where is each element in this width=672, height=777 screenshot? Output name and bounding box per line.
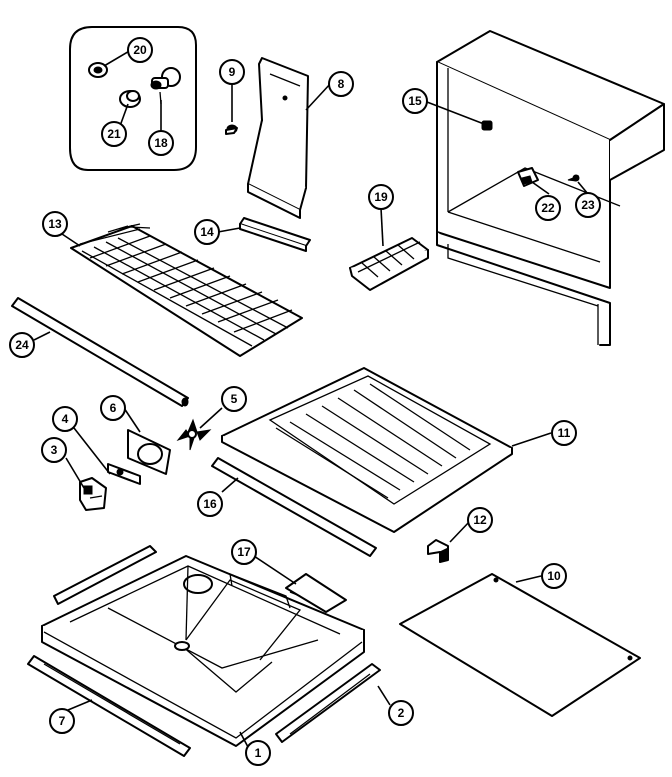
part-19-ice-tray: [349, 237, 429, 291]
part-8-air-duct: [247, 57, 309, 219]
callout-24: 24: [9, 332, 35, 358]
callout-label-23: 23: [581, 198, 595, 212]
callout-label-7: 7: [59, 714, 66, 728]
callout-7: 7: [49, 708, 75, 734]
callout-3: 3: [41, 437, 67, 463]
callout-22: 22: [535, 195, 561, 221]
callout-label-18: 18: [154, 136, 168, 150]
callout-23: 23: [575, 192, 601, 218]
part-6-fan-shroud: [127, 429, 171, 475]
callout-13: 13: [42, 211, 68, 237]
callout-20: 20: [127, 37, 153, 63]
callout-9: 9: [219, 59, 245, 85]
leader-lines: [33, 49, 589, 748]
callout-label-4: 4: [62, 412, 69, 426]
part-10-cover-panel: [399, 573, 641, 717]
callout-4: 4: [52, 406, 78, 432]
callout-2: 2: [388, 700, 414, 726]
part-2-side-rail: [275, 663, 381, 743]
part-24-trim-rod: [11, 297, 189, 407]
part-11-freezer-shelf: [221, 367, 513, 533]
callout-label-12: 12: [473, 513, 487, 527]
callout-label-8: 8: [338, 77, 345, 91]
callout-label-22: 22: [541, 201, 555, 215]
callout-15: 15: [402, 88, 428, 114]
callout-label-17: 17: [237, 545, 251, 559]
callout-6: 6: [100, 395, 126, 421]
callout-label-15: 15: [408, 94, 422, 108]
callout-11: 11: [551, 420, 577, 446]
part-4-motor-bracket: [107, 463, 141, 485]
callout-label-24: 24: [15, 338, 29, 352]
callout-16: 16: [197, 491, 223, 517]
callout-label-16: 16: [203, 497, 217, 511]
part-13-wire-shelf: [70, 223, 303, 357]
callout-17: 17: [231, 539, 257, 565]
callout-5: 5: [221, 386, 247, 412]
cabinet-liner: [436, 30, 665, 346]
callout-label-14: 14: [200, 225, 214, 239]
callout-label-21: 21: [107, 127, 121, 141]
callout-label-5: 5: [231, 392, 238, 406]
callout-19: 19: [368, 184, 394, 210]
part-7-side-rail: [27, 655, 191, 757]
callout-8: 8: [328, 71, 354, 97]
callout-12: 12: [467, 507, 493, 533]
part-14-bracket: [239, 217, 311, 252]
callout-label-3: 3: [51, 443, 58, 457]
callout-18: 18: [148, 130, 174, 156]
part-16-shelf-trim: [211, 457, 377, 557]
callout-21: 21: [101, 121, 127, 147]
callout-label-20: 20: [133, 43, 147, 57]
part-9-screw: [225, 124, 238, 135]
part-1-evaporator-pan: [41, 555, 365, 747]
part-12-bracket: [427, 539, 449, 563]
upper-left-rail: [53, 545, 157, 605]
part-17-damper: [285, 573, 347, 613]
callout-label-11: 11: [558, 426, 571, 440]
callout-label-19: 19: [374, 190, 388, 204]
callout-label-13: 13: [48, 217, 62, 231]
callout-1: 1: [245, 740, 271, 766]
callout-10: 10: [541, 563, 567, 589]
callout-label-10: 10: [547, 569, 561, 583]
callout-14: 14: [194, 219, 220, 245]
callout-label-6: 6: [110, 401, 117, 415]
part-5-fan-blade: [176, 418, 212, 451]
callout-label-9: 9: [229, 65, 236, 79]
part-3-fan-motor: [79, 477, 107, 511]
callout-label-2: 2: [398, 706, 405, 720]
callout-label-1: 1: [255, 746, 262, 760]
